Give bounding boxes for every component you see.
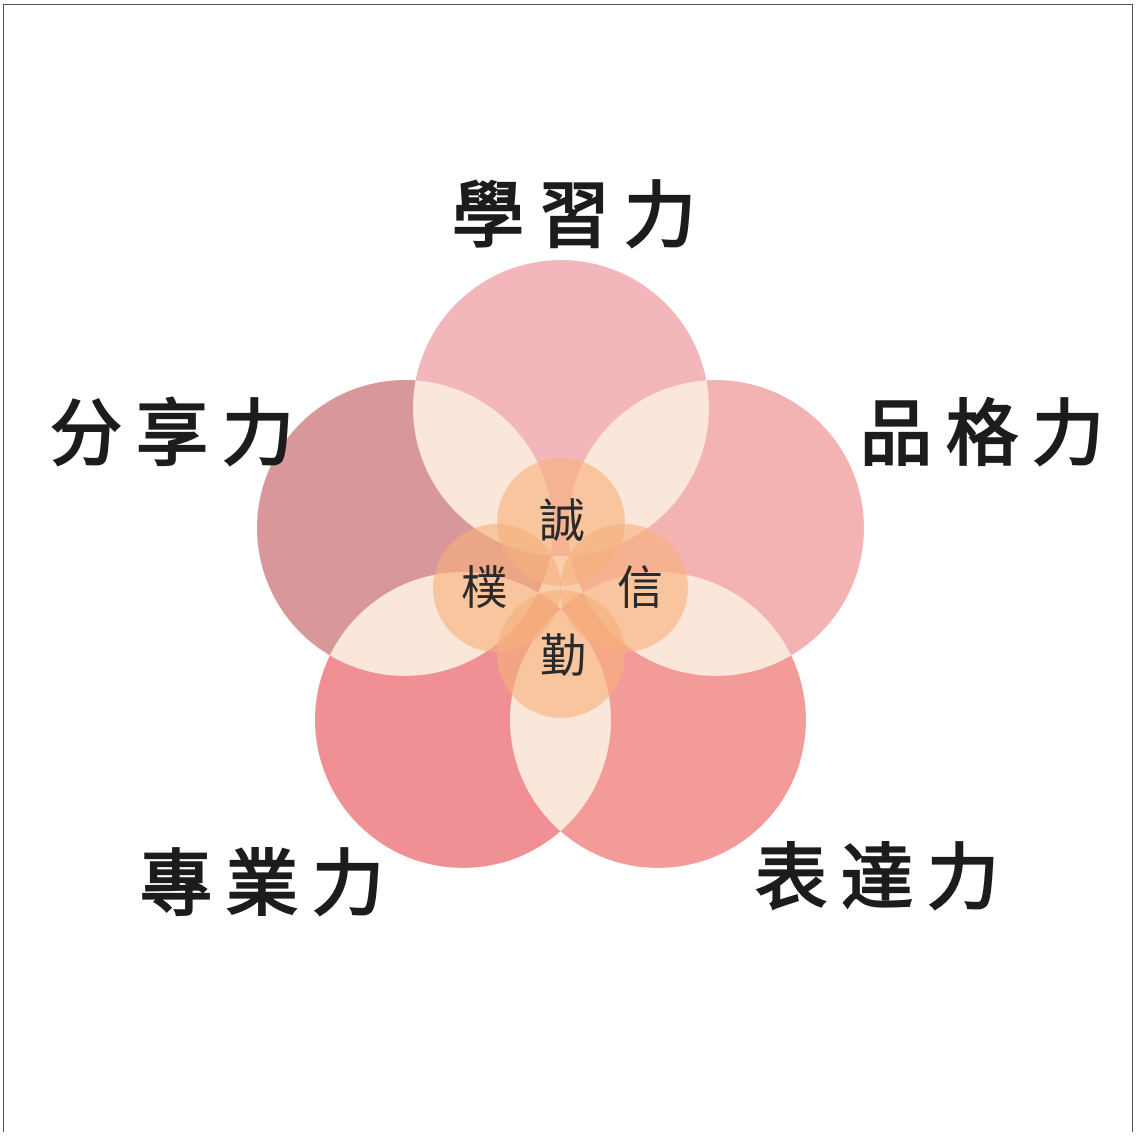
core-circle-simplicity <box>433 524 561 652</box>
label-expression: 表達力 <box>755 835 1014 920</box>
core-label-diligence: 勤 <box>540 629 586 683</box>
label-character: 品格力 <box>860 391 1119 476</box>
image-frame <box>3 4 1133 1132</box>
label-learning: 學習力 <box>452 173 711 258</box>
core-label-sincerity: 誠 <box>539 494 585 548</box>
lens-learning-character <box>568 380 709 556</box>
label-professional: 專業力 <box>140 841 399 926</box>
label-sharing: 分享力 <box>50 391 309 476</box>
core-label-trust: 信 <box>617 561 663 615</box>
core-label-simplicity: 樸 <box>461 561 507 615</box>
lens-sharing-learning <box>413 380 553 556</box>
